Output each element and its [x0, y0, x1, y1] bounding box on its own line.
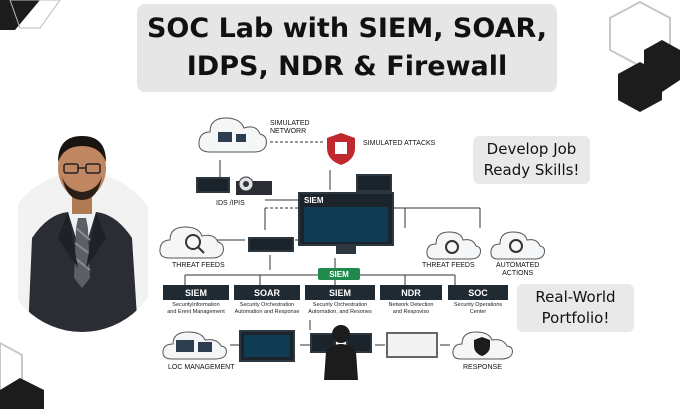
cloud-automated-actions-icon: [490, 231, 545, 260]
label-response: RESPONSE: [463, 364, 502, 371]
box-soc-desc: Security Operations Center: [453, 302, 503, 315]
cloud-network-icon: [198, 117, 267, 153]
title-line-1: SOC Lab with SIEM, SOAR,: [146, 13, 548, 44]
soar-monitor: [239, 330, 295, 362]
camera-icon: [236, 176, 272, 195]
callout-job-ready-line1: Develop Job: [486, 140, 577, 158]
callout-portfolio-line2: Portfolio!: [541, 309, 610, 327]
box-soar-header: SOAR: [234, 285, 300, 300]
box-siem-header: SIEM: [163, 285, 229, 300]
siem-main-monitor: SIEM: [298, 192, 394, 246]
callout-portfolio: Real-World Portfolio!: [517, 284, 634, 332]
callout-portfolio-line1: Real-World: [535, 288, 616, 306]
analyst-monitor-left: [310, 333, 336, 353]
label-threat-feeds-right: THREAT FEEDS: [422, 262, 475, 269]
callout-job-ready: Develop Job Ready Skills!: [473, 136, 590, 184]
siem-badge: SIEM: [318, 268, 360, 280]
attack-server: [356, 174, 392, 192]
siem-main-label: SIEM: [304, 196, 324, 205]
firewall-device: [248, 237, 294, 252]
cloud-response-icon: [452, 331, 513, 360]
label-loc-management: LOC MANAGEMENT: [168, 364, 235, 371]
callout-job-ready-line2: Ready Skills!: [483, 161, 580, 179]
analyst-monitor-right: [346, 333, 372, 353]
label-simulated-attacks: SIMULATED ATTACKS: [363, 140, 436, 147]
box-ndr-header: NDR: [380, 285, 442, 300]
decor-hexagons-top-left: [0, 0, 61, 30]
cloud-log-management-icon: [162, 331, 227, 360]
analyst-figure-icon: [324, 325, 358, 380]
label-ids-ips: IDS /IPIS: [216, 200, 245, 207]
cloud-threat-feeds-left-icon: [159, 226, 224, 259]
presenter-photo: [18, 136, 148, 332]
soar-screen: [244, 335, 290, 357]
box-siem2-desc: Security Orchestration Autornation, and …: [308, 302, 372, 315]
label-automated-actions: AUTOMATED ACTIONS: [496, 262, 540, 277]
monitor-stand: [336, 246, 356, 254]
title-line-2: IDPS, NDR & Firewall: [186, 51, 508, 82]
shield-alert-icon: [327, 133, 355, 165]
box-siem-desc: SecurityInformation and Erent Management: [167, 302, 225, 315]
world-map-screen: [304, 207, 388, 242]
label-threat-feeds-left: THREAT FEEDS: [172, 262, 225, 269]
label-simulated-network: SIMULATED NETWORR: [270, 120, 310, 135]
title-banner: SOC Lab with SIEM, SOAR, IDPS, NDR & Fir…: [137, 4, 557, 92]
ids-device: [196, 177, 230, 193]
box-soc-header: SOC: [448, 285, 508, 300]
cloud-threat-feeds-right-icon: [426, 231, 481, 260]
box-siem2-header: SIEM: [305, 285, 375, 300]
box-soar-desc: Security Orchestration Automation and Re…: [234, 302, 300, 315]
decor-hexagons-top-right: [609, 0, 680, 112]
box-ndr-desc: Network Detection and Respoviso: [388, 302, 434, 315]
ndr-monitor: [386, 332, 438, 358]
decor-hexagons-bottom-left: [0, 341, 44, 409]
